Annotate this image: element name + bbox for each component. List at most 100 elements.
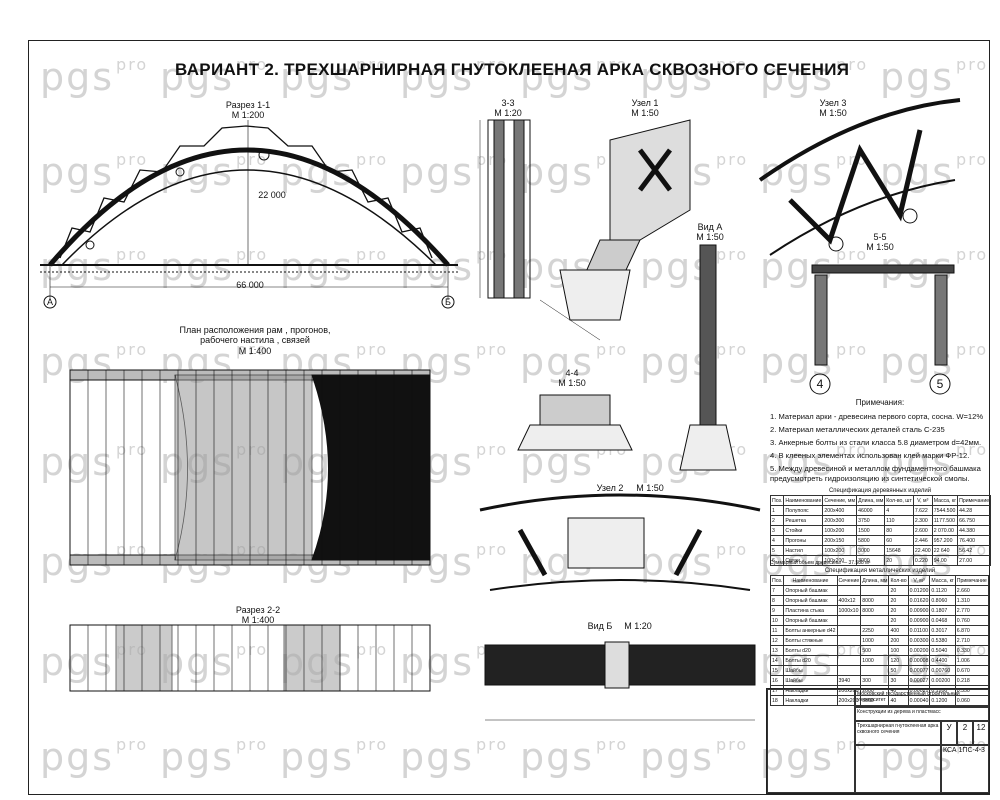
section-5-5-scale: М 1:50 bbox=[866, 242, 894, 252]
section-5-5-title: 5-5 bbox=[873, 232, 887, 242]
axis-5-label: 5 bbox=[936, 377, 944, 391]
spec-metal-cell: 6.870 bbox=[954, 625, 989, 636]
section-2-2-scale: М 1:400 bbox=[241, 615, 275, 625]
spec-metal-cell: 120 bbox=[888, 655, 909, 666]
section-3-3-drawing bbox=[479, 119, 531, 299]
view-a-scale: М 1:50 bbox=[696, 232, 724, 242]
spec-wood-cell: 957.200 bbox=[931, 535, 959, 546]
spec-wood-header-cell: Масса, кг bbox=[931, 495, 959, 506]
spec-metal-cell: 1000 bbox=[860, 635, 890, 646]
stamp-blank bbox=[855, 745, 941, 793]
drawing-sheet bbox=[28, 40, 990, 795]
spec-metal-cell: 11 bbox=[769, 625, 785, 636]
spec-metal-cell bbox=[860, 585, 890, 596]
node-2-title: Узел 2 bbox=[596, 483, 624, 493]
spec-metal-header-cell: Сечение bbox=[836, 575, 862, 586]
spec-metal-cell: 0.1200 bbox=[929, 695, 956, 706]
spec-wood-cell: 3000 bbox=[856, 545, 886, 556]
spec-wood-cell: 22 640 bbox=[931, 545, 959, 556]
spec-metal-header-cell: V, м³ bbox=[907, 575, 931, 586]
node-1-drawing bbox=[539, 119, 691, 341]
spec-wood-cell: Прогоны bbox=[783, 535, 824, 546]
section-1-1-scale: М 1:200 bbox=[231, 110, 265, 120]
view-b-drawing bbox=[484, 641, 756, 721]
plan-scale: М 1:400 bbox=[238, 346, 272, 356]
spec-metal-cell: 0.5040 bbox=[929, 645, 956, 656]
spec-metal-cell: 500 bbox=[860, 645, 890, 656]
section-2-2-title: Разрез 2-2 bbox=[235, 605, 281, 615]
spec-metal-cell bbox=[836, 665, 862, 676]
spec-metal-cell: 3940 bbox=[836, 675, 862, 686]
spec-wood-cell: Решетка bbox=[783, 515, 824, 526]
spec-metal-cell: 50 bbox=[888, 665, 909, 676]
spec-metal-cell: 2.710 bbox=[954, 635, 989, 646]
spec-wood-cell: 1177.500 bbox=[931, 515, 959, 526]
stamp-course: Конструкции из дерева и пластмасс bbox=[855, 707, 989, 721]
spec-wood-header-cell: Поз. bbox=[769, 495, 785, 506]
spec-wood-cell: 66.750 bbox=[957, 515, 992, 526]
spec-metal-cell: 200 bbox=[888, 635, 909, 646]
spec-metal-cell bbox=[836, 635, 862, 646]
spec-metal-cell: 0.00900 bbox=[907, 605, 931, 616]
spec-wood-cell: 1500 bbox=[856, 525, 886, 536]
spec-wood-cell: 4 bbox=[884, 505, 914, 516]
spec-wood-cell: 3750 bbox=[856, 515, 886, 526]
spec-metal-cell: 400х12 bbox=[836, 595, 862, 606]
spec-metal-cell: 9 bbox=[769, 605, 785, 616]
spec-metal-cell: 0.01200 bbox=[907, 585, 931, 596]
spec-metal-cell: 10 bbox=[769, 615, 785, 626]
spec-wood-header-cell: V, м³ bbox=[912, 495, 933, 506]
node-1-title: Узел 1 bbox=[631, 98, 659, 108]
spec-metal-cell: 0.00760 bbox=[929, 665, 956, 676]
spec-metal-cell: 1000 bbox=[860, 655, 890, 666]
spec-metal-header-cell: Примечание bbox=[954, 575, 989, 586]
spec-wood-cell: 2 bbox=[769, 515, 785, 526]
spec-wood-cell: 200х400 bbox=[822, 505, 858, 516]
spec-metal-cell: 0.5380 bbox=[929, 635, 956, 646]
spec-wood-header-cell: Длина, мм bbox=[856, 495, 886, 506]
spec-metal-cell: 0.00200 bbox=[907, 645, 931, 656]
spec-metal-header-cell: Масса, кг bbox=[929, 575, 956, 586]
spec-metal-cell: Болты стяжные bbox=[783, 635, 838, 646]
spec-wood-cell: 5 bbox=[769, 545, 785, 556]
spec-wood-header-cell: Кол-во, шт bbox=[884, 495, 914, 506]
spec-wood-cell: 100х200 bbox=[822, 525, 858, 536]
spec-metal-cell: 0.060 bbox=[954, 695, 989, 706]
spec-wood-cell: 5800 bbox=[856, 535, 886, 546]
spec-metal-cell: 300 bbox=[860, 675, 890, 686]
spec-metal-cell: 8000 bbox=[860, 595, 890, 606]
spec-metal-cell: 0.00200 bbox=[929, 675, 956, 686]
spec-wood-cell: 2.600 bbox=[912, 525, 933, 536]
section-2-2-drawing bbox=[69, 624, 431, 692]
node-3-scale: М 1:50 bbox=[819, 108, 847, 118]
spec-metal-cell: 0.1120 bbox=[929, 585, 956, 596]
spec-metal-cell: 0.0468 bbox=[929, 615, 956, 626]
spec-metal-header-cell: Наименование bbox=[783, 575, 838, 586]
spec-metal-cell: Накладки bbox=[783, 695, 838, 706]
stamp-university: Московский государственный строительный … bbox=[855, 689, 989, 707]
axis-a-label: А bbox=[46, 297, 53, 307]
spec-metal-cell: Опорный башмак bbox=[783, 595, 838, 606]
span-dimension: 66 000 bbox=[236, 280, 264, 290]
spec-wood-cell: 3000 bbox=[856, 555, 886, 566]
spec-metal-cell: 30 bbox=[888, 675, 909, 686]
axis-b-label: Б bbox=[445, 297, 451, 307]
spec-metal-cell bbox=[836, 615, 862, 626]
spec-metal-cell: Болты d20 bbox=[783, 655, 838, 666]
spec-metal-cell: 0.00300 bbox=[907, 635, 931, 646]
note-item: 5. Между древесиной и металлом фундамент… bbox=[770, 464, 981, 483]
stamp-sheet: 2 bbox=[957, 721, 973, 745]
spec-metal-cell: 0.330 bbox=[954, 645, 989, 656]
spec-wood-header-cell: Наименование bbox=[783, 495, 824, 506]
node-2-scale: М 1:50 bbox=[636, 483, 664, 493]
spec-metal-cell: 40 bbox=[888, 695, 909, 706]
spec-wood-cell: 60 bbox=[884, 535, 914, 546]
note-item: 1. Материал арки - древесина первого сор… bbox=[770, 412, 984, 421]
spec-wood-cell: 56.42 bbox=[957, 545, 992, 556]
note-item: 3. Анкерные болты из стали класса 5.8 ди… bbox=[770, 438, 982, 447]
